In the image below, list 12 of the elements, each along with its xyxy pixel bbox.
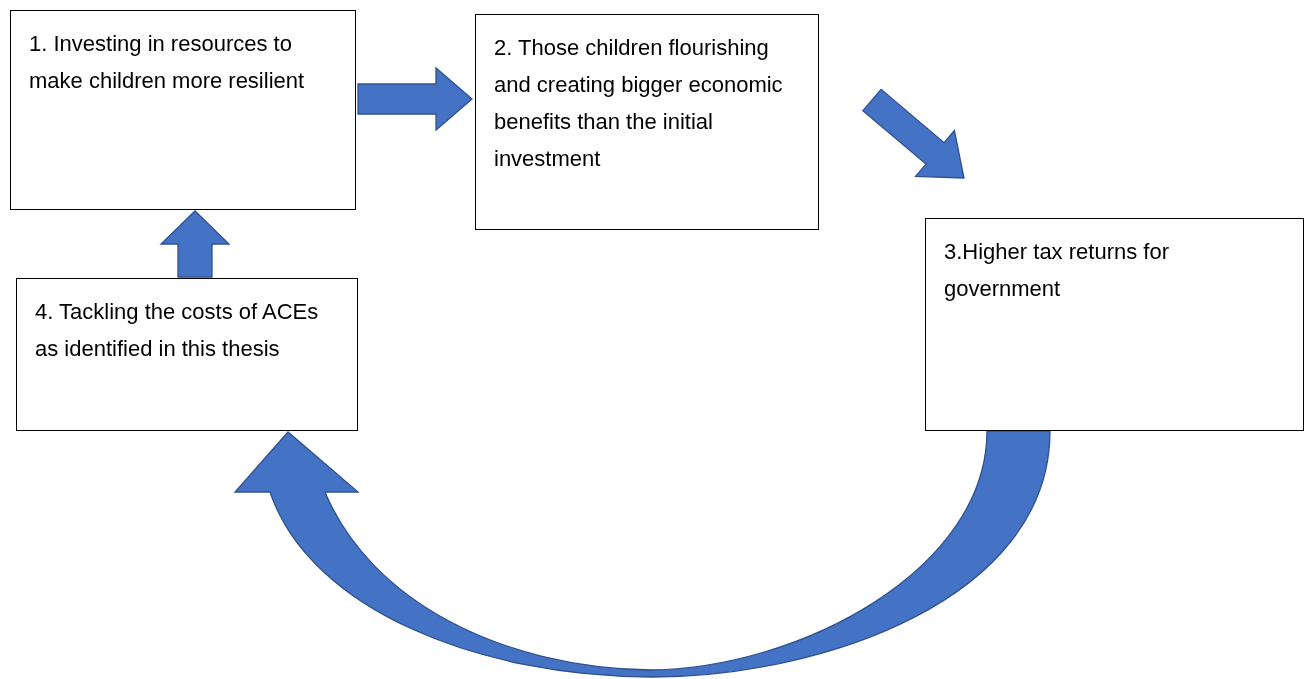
box-text: 4. Tackling the costs of ACEs as identified in this thesis: [35, 298, 320, 363]
block-arrow: [234, 430, 1051, 678]
process-box: [16, 278, 358, 431]
process-box: [10, 10, 356, 210]
box-text: 1. Investing in resources to make children more resilient: [29, 30, 306, 95]
process-box: [475, 14, 819, 230]
block-arrow: [159, 210, 231, 278]
block-arrow: [862, 88, 965, 179]
block-arrow: [357, 66, 473, 132]
box-text: 2. Those children flourishing and creating bigger economic benefits than the initial investment: [494, 34, 784, 173]
box-text: 3.Higher tax returns for government: [944, 238, 1170, 303]
process-box: [925, 218, 1304, 431]
